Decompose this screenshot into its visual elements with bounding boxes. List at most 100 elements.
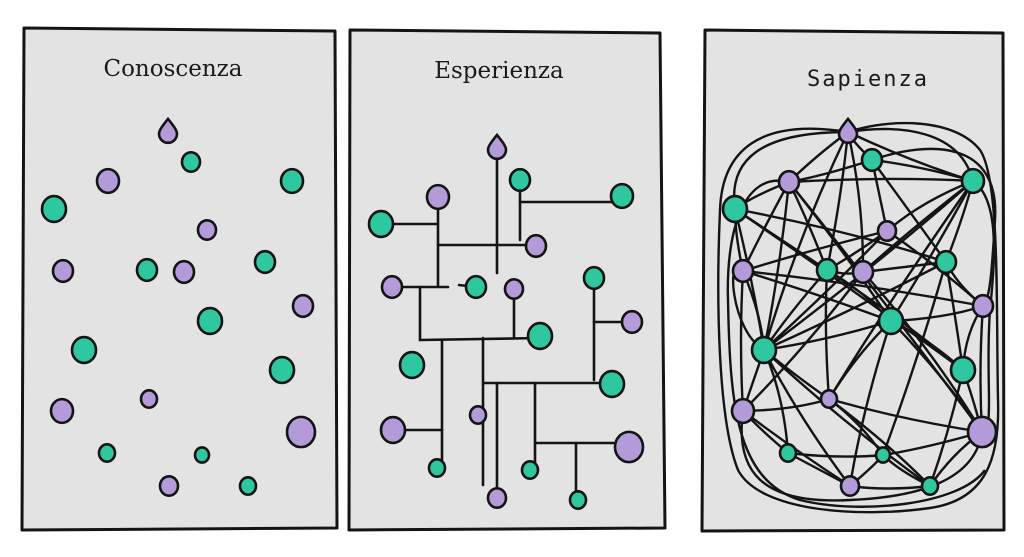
network-line <box>762 130 850 352</box>
dot <box>193 446 211 464</box>
network-line <box>762 260 948 352</box>
dot <box>238 476 258 496</box>
dot <box>731 258 755 284</box>
dot <box>721 194 749 224</box>
dot <box>486 132 508 161</box>
network-line <box>733 207 948 264</box>
dot <box>750 335 778 365</box>
dot <box>367 209 395 239</box>
network-line <box>741 269 985 308</box>
panel-frame <box>347 28 667 532</box>
dot <box>468 405 488 425</box>
dot <box>51 258 75 284</box>
dot <box>253 249 277 275</box>
network-line <box>762 229 889 352</box>
dot <box>815 257 839 283</box>
dots-group <box>721 116 998 498</box>
connector-line <box>418 336 542 342</box>
dot <box>95 167 121 195</box>
dot <box>582 265 606 291</box>
dot <box>285 415 317 449</box>
network-line <box>741 229 889 273</box>
dot <box>70 335 98 365</box>
network-line <box>861 270 984 434</box>
dot <box>279 167 305 195</box>
dot <box>49 397 75 425</box>
dot <box>778 443 798 463</box>
network-line <box>786 451 885 458</box>
dot <box>97 443 117 463</box>
dot <box>379 415 407 445</box>
dot <box>520 460 540 480</box>
network-line <box>889 179 975 323</box>
dot <box>960 167 986 195</box>
network-line <box>762 180 791 352</box>
dot <box>135 257 159 283</box>
dot <box>427 458 447 478</box>
network-line <box>739 269 745 413</box>
dots-group <box>367 132 645 510</box>
panel-esperienza: Esperienza <box>347 28 667 532</box>
outer-loop-line <box>740 410 984 502</box>
dot <box>380 274 404 300</box>
network-line <box>762 348 852 488</box>
dot <box>851 259 875 285</box>
dot <box>949 355 977 385</box>
dot <box>966 415 998 449</box>
dot <box>425 183 451 211</box>
dot <box>839 474 861 498</box>
dots-group <box>40 116 317 498</box>
panel-title: Conoscenza <box>103 56 242 82</box>
dot <box>860 147 884 173</box>
connections-group <box>379 146 634 502</box>
network-line <box>741 269 893 323</box>
network-line <box>825 130 850 272</box>
dot <box>920 476 940 496</box>
panel-title: Esperienza <box>434 58 564 84</box>
panel-conoscenza: Conoscenza <box>20 26 339 532</box>
dot <box>730 397 756 425</box>
dot <box>971 293 995 319</box>
dot <box>819 389 839 409</box>
dot <box>777 169 801 195</box>
dot <box>613 430 645 464</box>
dot <box>837 116 859 145</box>
network-line <box>827 397 932 488</box>
dot <box>526 321 554 351</box>
dot <box>876 219 898 243</box>
network-line <box>762 319 893 352</box>
dot <box>291 293 315 319</box>
dot <box>196 218 218 242</box>
dot <box>139 389 159 409</box>
outer-loop-line <box>871 147 997 307</box>
panel-title: Sapienza <box>807 67 929 92</box>
dot <box>568 490 588 510</box>
dot <box>268 355 296 385</box>
dot <box>934 249 958 275</box>
dot <box>620 309 644 335</box>
outer-loop-line <box>717 121 1000 514</box>
dot <box>877 306 905 336</box>
dot <box>486 486 508 510</box>
network-line <box>787 177 975 184</box>
dot <box>196 306 224 336</box>
network-line <box>848 319 893 488</box>
network-line <box>824 268 831 401</box>
network-line <box>733 207 965 372</box>
dot <box>157 116 179 145</box>
network-line <box>762 348 932 488</box>
dot <box>598 369 626 399</box>
dot <box>158 474 180 498</box>
dot <box>40 194 68 224</box>
dot <box>172 259 196 285</box>
dot <box>508 167 532 193</box>
panel-sapienza: Sapienza <box>700 28 1006 533</box>
dot <box>464 274 488 300</box>
dot <box>874 446 892 464</box>
network-line <box>881 260 948 457</box>
dot <box>180 150 202 174</box>
dot <box>609 182 635 210</box>
network-line <box>827 397 984 434</box>
